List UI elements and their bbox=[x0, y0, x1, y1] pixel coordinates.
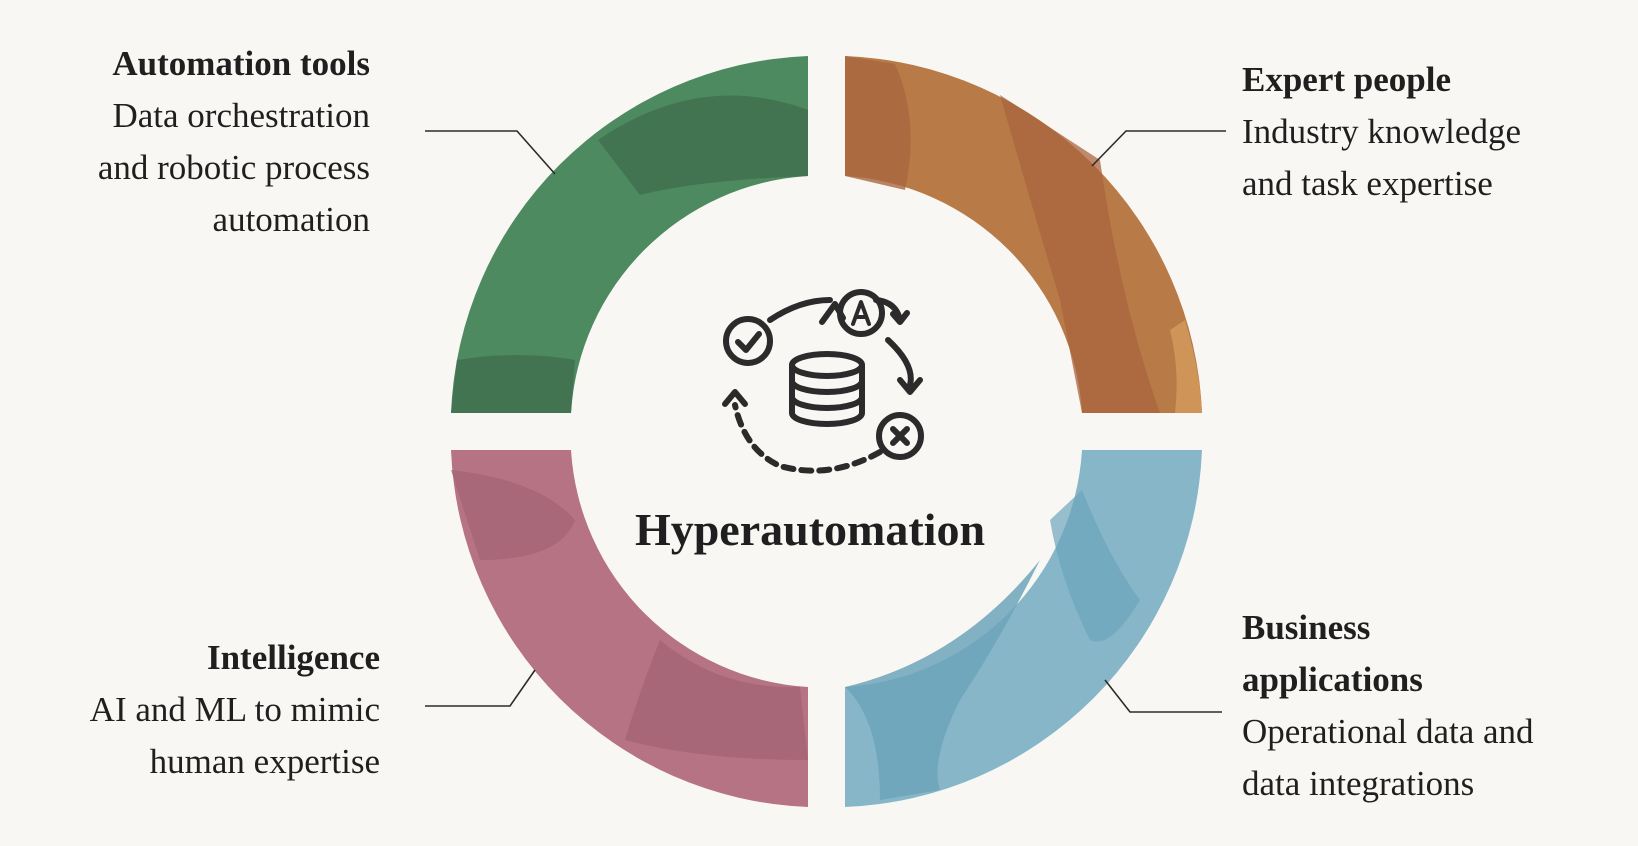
business-applications-label: Business applications Operational data a… bbox=[1242, 602, 1622, 810]
segment-intelligence bbox=[451, 450, 808, 807]
automation-tools-description: Data orchestration and robotic process a… bbox=[97, 96, 370, 239]
expert-people-description: Industry knowledge and task expertise bbox=[1242, 112, 1521, 203]
automation-tools-title: Automation tools bbox=[112, 44, 370, 83]
segment-automation-tools bbox=[451, 56, 808, 413]
segment-expert-people bbox=[845, 56, 1202, 413]
intelligence-description: AI and ML to mimic human expertise bbox=[89, 690, 380, 781]
expert-people-label: Expert people Industry knowledge and tas… bbox=[1242, 54, 1622, 210]
business-applications-description: Operational data and data integrations bbox=[1242, 712, 1534, 803]
automation-tools-label: Automation tools Data orchestration and … bbox=[40, 38, 370, 246]
leader-line-expert-people bbox=[1091, 130, 1226, 167]
intelligence-title: Intelligence bbox=[206, 638, 380, 677]
intelligence-label: Intelligence AI and ML to mimic human ex… bbox=[40, 632, 380, 788]
segment-business-applications bbox=[845, 450, 1202, 807]
center-title: Hyperautomation bbox=[634, 504, 986, 555]
data-automation-cycle-icon bbox=[722, 289, 924, 474]
leader-lines bbox=[425, 130, 1226, 713]
business-applications-title: Business applications bbox=[1242, 608, 1423, 699]
leader-line-intelligence bbox=[425, 669, 536, 707]
leader-line-business-applications bbox=[1104, 679, 1222, 713]
expert-people-title: Expert people bbox=[1242, 60, 1452, 99]
leader-line-automation-tools bbox=[425, 130, 556, 175]
